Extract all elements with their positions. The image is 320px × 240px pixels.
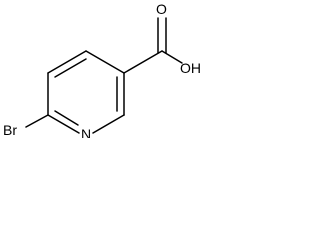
ring-bond-c4-c3 xyxy=(85,50,125,74)
ring-bond-c2-n xyxy=(92,114,125,134)
bond-carbon-hydroxyl xyxy=(161,50,183,64)
ring-bond-c5-c4-inner xyxy=(54,58,87,78)
hydroxyl-label: OH xyxy=(180,60,201,76)
bond-c3-carboxyl-carbon xyxy=(123,50,163,74)
carbonyl-oxygen-label: O xyxy=(156,1,167,17)
nitrogen-label: N xyxy=(81,126,91,138)
ring-bond-n-c6-inner xyxy=(54,110,79,126)
ring-bond-c5-c4 xyxy=(47,50,87,74)
chemical-structure-diagram: Br N O OH xyxy=(3,1,201,138)
bond-c6-br xyxy=(25,114,49,128)
bromine-label: Br xyxy=(3,122,17,138)
ring-bond-n-c6 xyxy=(47,114,80,134)
